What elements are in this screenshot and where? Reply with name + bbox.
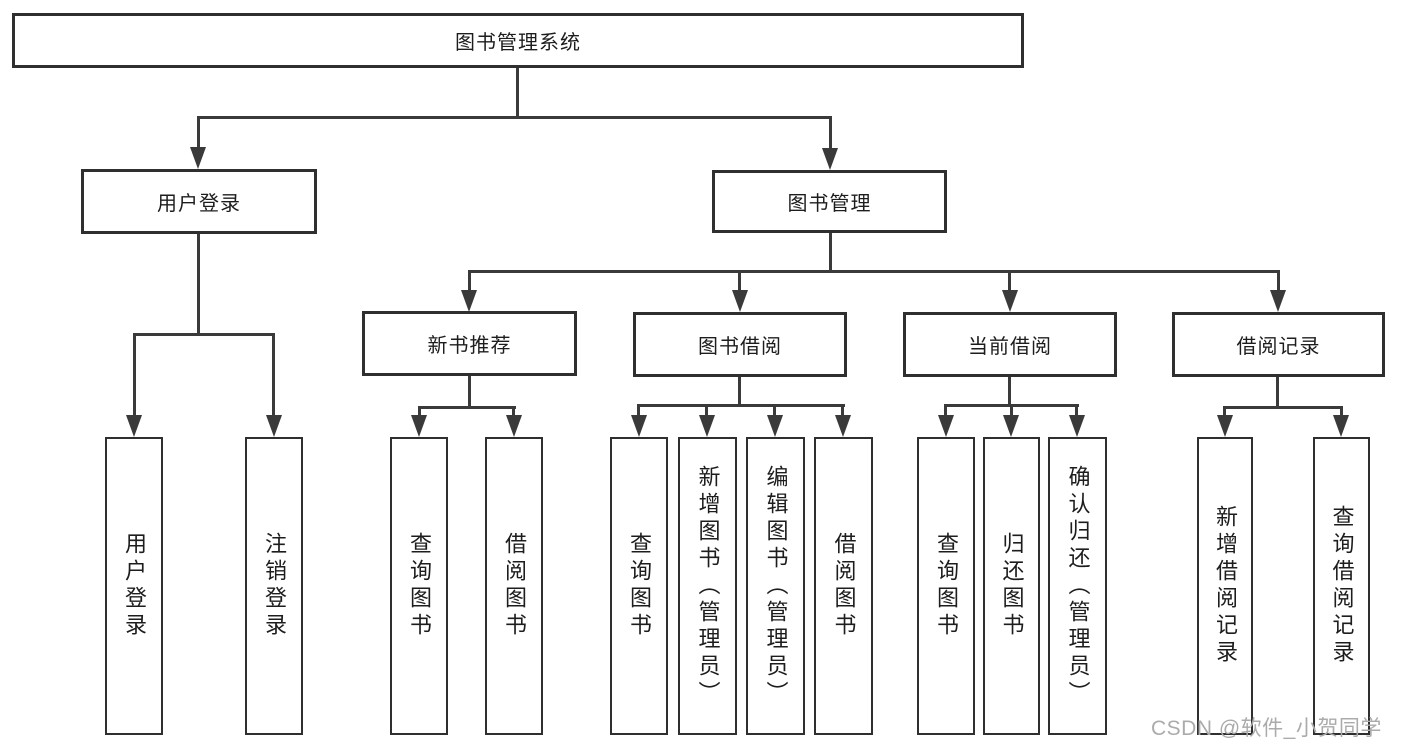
line-segment (512, 406, 515, 415)
leaf-logout-label: 注销登录 (262, 532, 287, 640)
arrowhead-down-icon (1003, 415, 1019, 437)
arrowhead-down-icon (835, 415, 851, 437)
line-segment (1008, 270, 1011, 291)
line-segment (197, 234, 200, 335)
line-segment (516, 68, 519, 118)
node-current-borrow-label: 当前借阅 (968, 336, 1052, 358)
line-segment (738, 270, 741, 291)
line-segment (1075, 404, 1078, 415)
line-segment (829, 233, 832, 272)
leaf-edit-books-admin: 编辑图书（管理员） (746, 437, 805, 735)
line-segment (133, 333, 136, 415)
arrowhead-down-icon (411, 415, 427, 437)
leaf-add-books-admin-label: 新增图书（管理员） (695, 464, 721, 708)
arrowhead-down-icon (699, 415, 715, 437)
leaf-user-login: 用户登录 (105, 437, 163, 735)
line-segment (773, 404, 776, 415)
line-segment (637, 404, 640, 415)
line-segment (468, 270, 1280, 273)
node-current-borrow: 当前借阅 (903, 312, 1117, 377)
arrowhead-down-icon (266, 415, 282, 437)
line-segment (418, 406, 516, 409)
leaf-rec-borrow-books-label: 借阅图书 (502, 532, 527, 640)
arrowhead-down-icon (767, 415, 783, 437)
line-segment (468, 376, 471, 408)
leaf-add-borrow-record-label: 新增借阅记录 (1213, 505, 1238, 667)
line-segment (829, 116, 832, 149)
leaf-logout: 注销登录 (245, 437, 303, 735)
node-root: 图书管理系统 (12, 13, 1024, 68)
line-segment (705, 404, 708, 415)
arrowhead-down-icon (1217, 415, 1233, 437)
node-new-book-recommend: 新书推荐 (362, 311, 577, 376)
leaf-user-login-label: 用户登录 (122, 532, 147, 640)
leaf-return-books-label: 归还图书 (999, 532, 1025, 640)
arrowhead-down-icon (631, 415, 647, 437)
line-segment (1340, 406, 1343, 415)
node-borrow-records-label: 借阅记录 (1236, 336, 1321, 358)
leaf-borrow-books-label: 借阅图书 (831, 532, 857, 640)
leaf-rec-borrow-books: 借阅图书 (485, 437, 543, 735)
leaf-current-query-books-label: 查询图书 (934, 532, 959, 640)
line-segment (1276, 377, 1279, 408)
node-book-management: 图书管理 (712, 170, 947, 233)
arrowhead-down-icon (461, 290, 477, 312)
node-user-login-label: 用户登录 (157, 193, 241, 215)
line-segment (841, 404, 844, 415)
leaf-add-borrow-record: 新增借阅记录 (1197, 437, 1253, 735)
line-segment (133, 333, 275, 336)
node-book-borrow-label: 图书借阅 (698, 336, 782, 358)
line-segment (197, 116, 832, 119)
leaf-borrow-query-books-label: 查询图书 (627, 532, 652, 640)
arrowhead-down-icon (506, 415, 522, 437)
node-book-management-label: 图书管理 (787, 193, 872, 215)
node-book-borrow: 图书借阅 (633, 312, 847, 377)
arrowhead-down-icon (1270, 290, 1286, 312)
line-segment (272, 333, 275, 415)
leaf-edit-books-admin-label: 编辑图书（管理员） (763, 464, 789, 708)
leaf-confirm-return-admin: 确认归还（管理员） (1048, 437, 1107, 735)
line-segment (1277, 270, 1280, 291)
node-root-label: 图书管理系统 (455, 32, 581, 54)
leaf-return-books: 归还图书 (983, 437, 1040, 735)
leaf-query-borrow-record-label: 查询借阅记录 (1329, 505, 1355, 667)
arrowhead-down-icon (732, 290, 748, 312)
leaf-confirm-return-admin-label: 确认归还（管理员） (1065, 464, 1091, 708)
line-segment (944, 404, 947, 415)
leaf-borrow-books: 借阅图书 (814, 437, 873, 735)
line-segment (418, 406, 421, 415)
arrowhead-down-icon (1069, 415, 1085, 437)
leaf-rec-query-books-label: 查询图书 (407, 532, 432, 640)
leaf-add-books-admin: 新增图书（管理员） (678, 437, 737, 735)
leaf-current-query-books: 查询图书 (917, 437, 975, 735)
node-borrow-records: 借阅记录 (1172, 312, 1385, 377)
line-segment (637, 404, 845, 407)
line-segment (738, 377, 741, 406)
line-segment (1223, 406, 1226, 415)
csdn-watermark: CSDN @软件_小贺同学 (1151, 717, 1382, 740)
arrowhead-down-icon (190, 147, 206, 169)
line-segment (1008, 377, 1011, 406)
node-user-login: 用户登录 (81, 169, 317, 234)
line-segment (1010, 404, 1013, 415)
leaf-rec-query-books: 查询图书 (390, 437, 448, 735)
leaf-borrow-query-books: 查询图书 (610, 437, 668, 735)
line-segment (468, 270, 471, 291)
arrowhead-down-icon (1002, 290, 1018, 312)
arrowhead-down-icon (938, 415, 954, 437)
arrowhead-down-icon (126, 415, 142, 437)
line-segment (1223, 406, 1343, 409)
node-new-book-recommend-label: 新书推荐 (427, 335, 512, 357)
line-segment (197, 116, 200, 149)
leaf-query-borrow-record: 查询借阅记录 (1313, 437, 1370, 735)
arrowhead-down-icon (822, 148, 838, 170)
arrowhead-down-icon (1333, 415, 1349, 437)
